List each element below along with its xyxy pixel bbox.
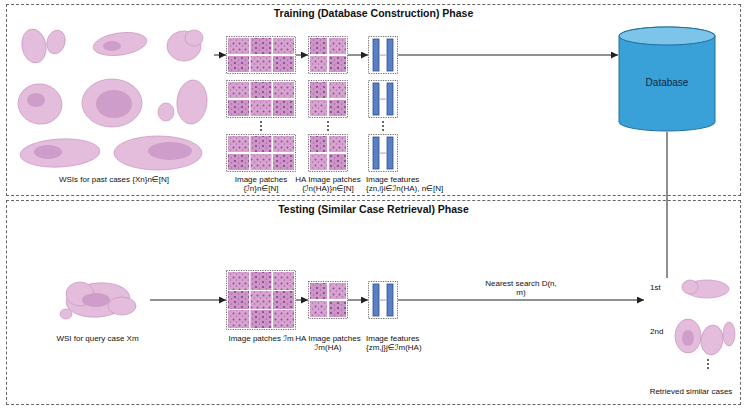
- caption: WSIs for past cases {Xn}n∈[N]: [14, 175, 214, 184]
- tissue-core: [27, 93, 45, 107]
- patch-stacks: [227, 37, 398, 172]
- caption: HA Image patches ℐm(HA): [290, 334, 366, 352]
- connector-arrow: [348, 300, 368, 301]
- tissue: [114, 136, 202, 170]
- retrieved-thumbnails: [675, 280, 735, 369]
- database-label: Database: [618, 77, 716, 89]
- ha-patch-group: HA Image patches {ℐn(HA)}n∈[N]: [308, 36, 348, 172]
- patch-grid: [309, 81, 348, 118]
- feature-vectors: [369, 135, 398, 172]
- caption: Retrieved similar cases: [644, 387, 738, 396]
- connector-arrow: [348, 55, 368, 56]
- tissue: [723, 322, 735, 346]
- connector-arrow: [214, 55, 226, 56]
- tissue-core: [34, 145, 62, 159]
- feature-vectors: [369, 282, 398, 319]
- cylinder-body: [619, 27, 715, 131]
- query-wsi: [60, 280, 136, 319]
- tissue: [19, 27, 49, 65]
- database-cylinder: Database: [618, 26, 716, 132]
- patch-grid: [309, 282, 348, 319]
- phase-box: WSI for query case XmImage patches ℐmHA …: [6, 200, 741, 405]
- phase-title: Training (Database Construction) Phase: [7, 7, 740, 19]
- tissue: [699, 324, 725, 357]
- phase-title: Testing (Similar Case Retrieval) Phase: [7, 203, 740, 215]
- tissue: [675, 319, 701, 353]
- tissue: [19, 137, 100, 169]
- tissue: [92, 29, 149, 58]
- phase-box: WSIs for past cases {Xn}n∈[N]Image patch…: [6, 4, 741, 196]
- feature-group: Image features {zm,j}j∈ℐm(HA): [368, 281, 398, 319]
- tissue: [82, 79, 142, 127]
- wsi-query: WSI for query case Xm: [45, 272, 150, 330]
- rank-label: 2nd: [650, 327, 663, 336]
- ha-patch-group: HA Image patches ℐm(HA): [308, 281, 348, 319]
- ellipsis-dots: [327, 121, 329, 131]
- ellipsis-dots: [707, 359, 709, 369]
- wsi-group: WSIs for past cases {Xn}n∈[N]: [14, 22, 214, 172]
- ellipsis-dots: [382, 121, 384, 131]
- patch-group: Image patches {ℐn}n∈[N]: [226, 36, 296, 172]
- tissue-core: [148, 142, 192, 160]
- caption: Image features {zm,j}j∈ℐm(HA): [366, 334, 458, 352]
- connector-arrow: [296, 55, 308, 56]
- patch-grid: [309, 135, 348, 172]
- tissue-core: [82, 293, 110, 307]
- query-stacks: [227, 271, 398, 330]
- tissue: [60, 309, 72, 319]
- tissue: [108, 297, 136, 315]
- tissue: [158, 103, 174, 121]
- tissue: [682, 280, 698, 294]
- wsi-thumbnails: [15, 27, 209, 170]
- tissue: [175, 79, 209, 125]
- connector-arrow: [150, 300, 226, 301]
- tissue-core: [96, 90, 132, 118]
- feature-vectors: [369, 37, 398, 74]
- ellipsis-dots: [260, 121, 262, 131]
- feature-group: Image features {zn,i}i∈ℐn(HA), n∈[N]: [368, 36, 398, 172]
- caption: WSI for query case Xm: [30, 334, 165, 343]
- patch-group: Image patches ℐm: [226, 270, 296, 330]
- connector-arrow: [398, 55, 618, 56]
- connector-arrow: [667, 132, 668, 278]
- patch-grid: [227, 81, 296, 118]
- patch-grid: [309, 37, 348, 74]
- patch-grid: [227, 135, 296, 172]
- tissue: [15, 80, 65, 127]
- rank-label: 1st: [650, 283, 661, 292]
- edge-label: Nearest search D(n, m): [485, 279, 557, 297]
- connector-arrow: [398, 300, 644, 301]
- feature-vectors: [369, 81, 398, 118]
- caption: HA Image patches {ℐn(HA)}n∈[N]: [290, 175, 366, 193]
- retrieved-group: Retrieved similar cases: [644, 278, 738, 398]
- tissue-core: [103, 41, 121, 51]
- caption: Image features {zn,i}i∈ℐn(HA), n∈[N]: [366, 175, 458, 193]
- connector-arrow: [296, 300, 308, 301]
- patch-grid: [227, 271, 296, 330]
- caption: Image patches {ℐn}n∈[N]: [227, 175, 295, 193]
- caption: Image patches ℐm: [227, 334, 295, 343]
- patch-grid: [227, 37, 296, 74]
- tissue: [185, 30, 203, 46]
- cylinder-top: [619, 27, 715, 45]
- tissue-core: [682, 330, 694, 346]
- tissue: [44, 28, 68, 56]
